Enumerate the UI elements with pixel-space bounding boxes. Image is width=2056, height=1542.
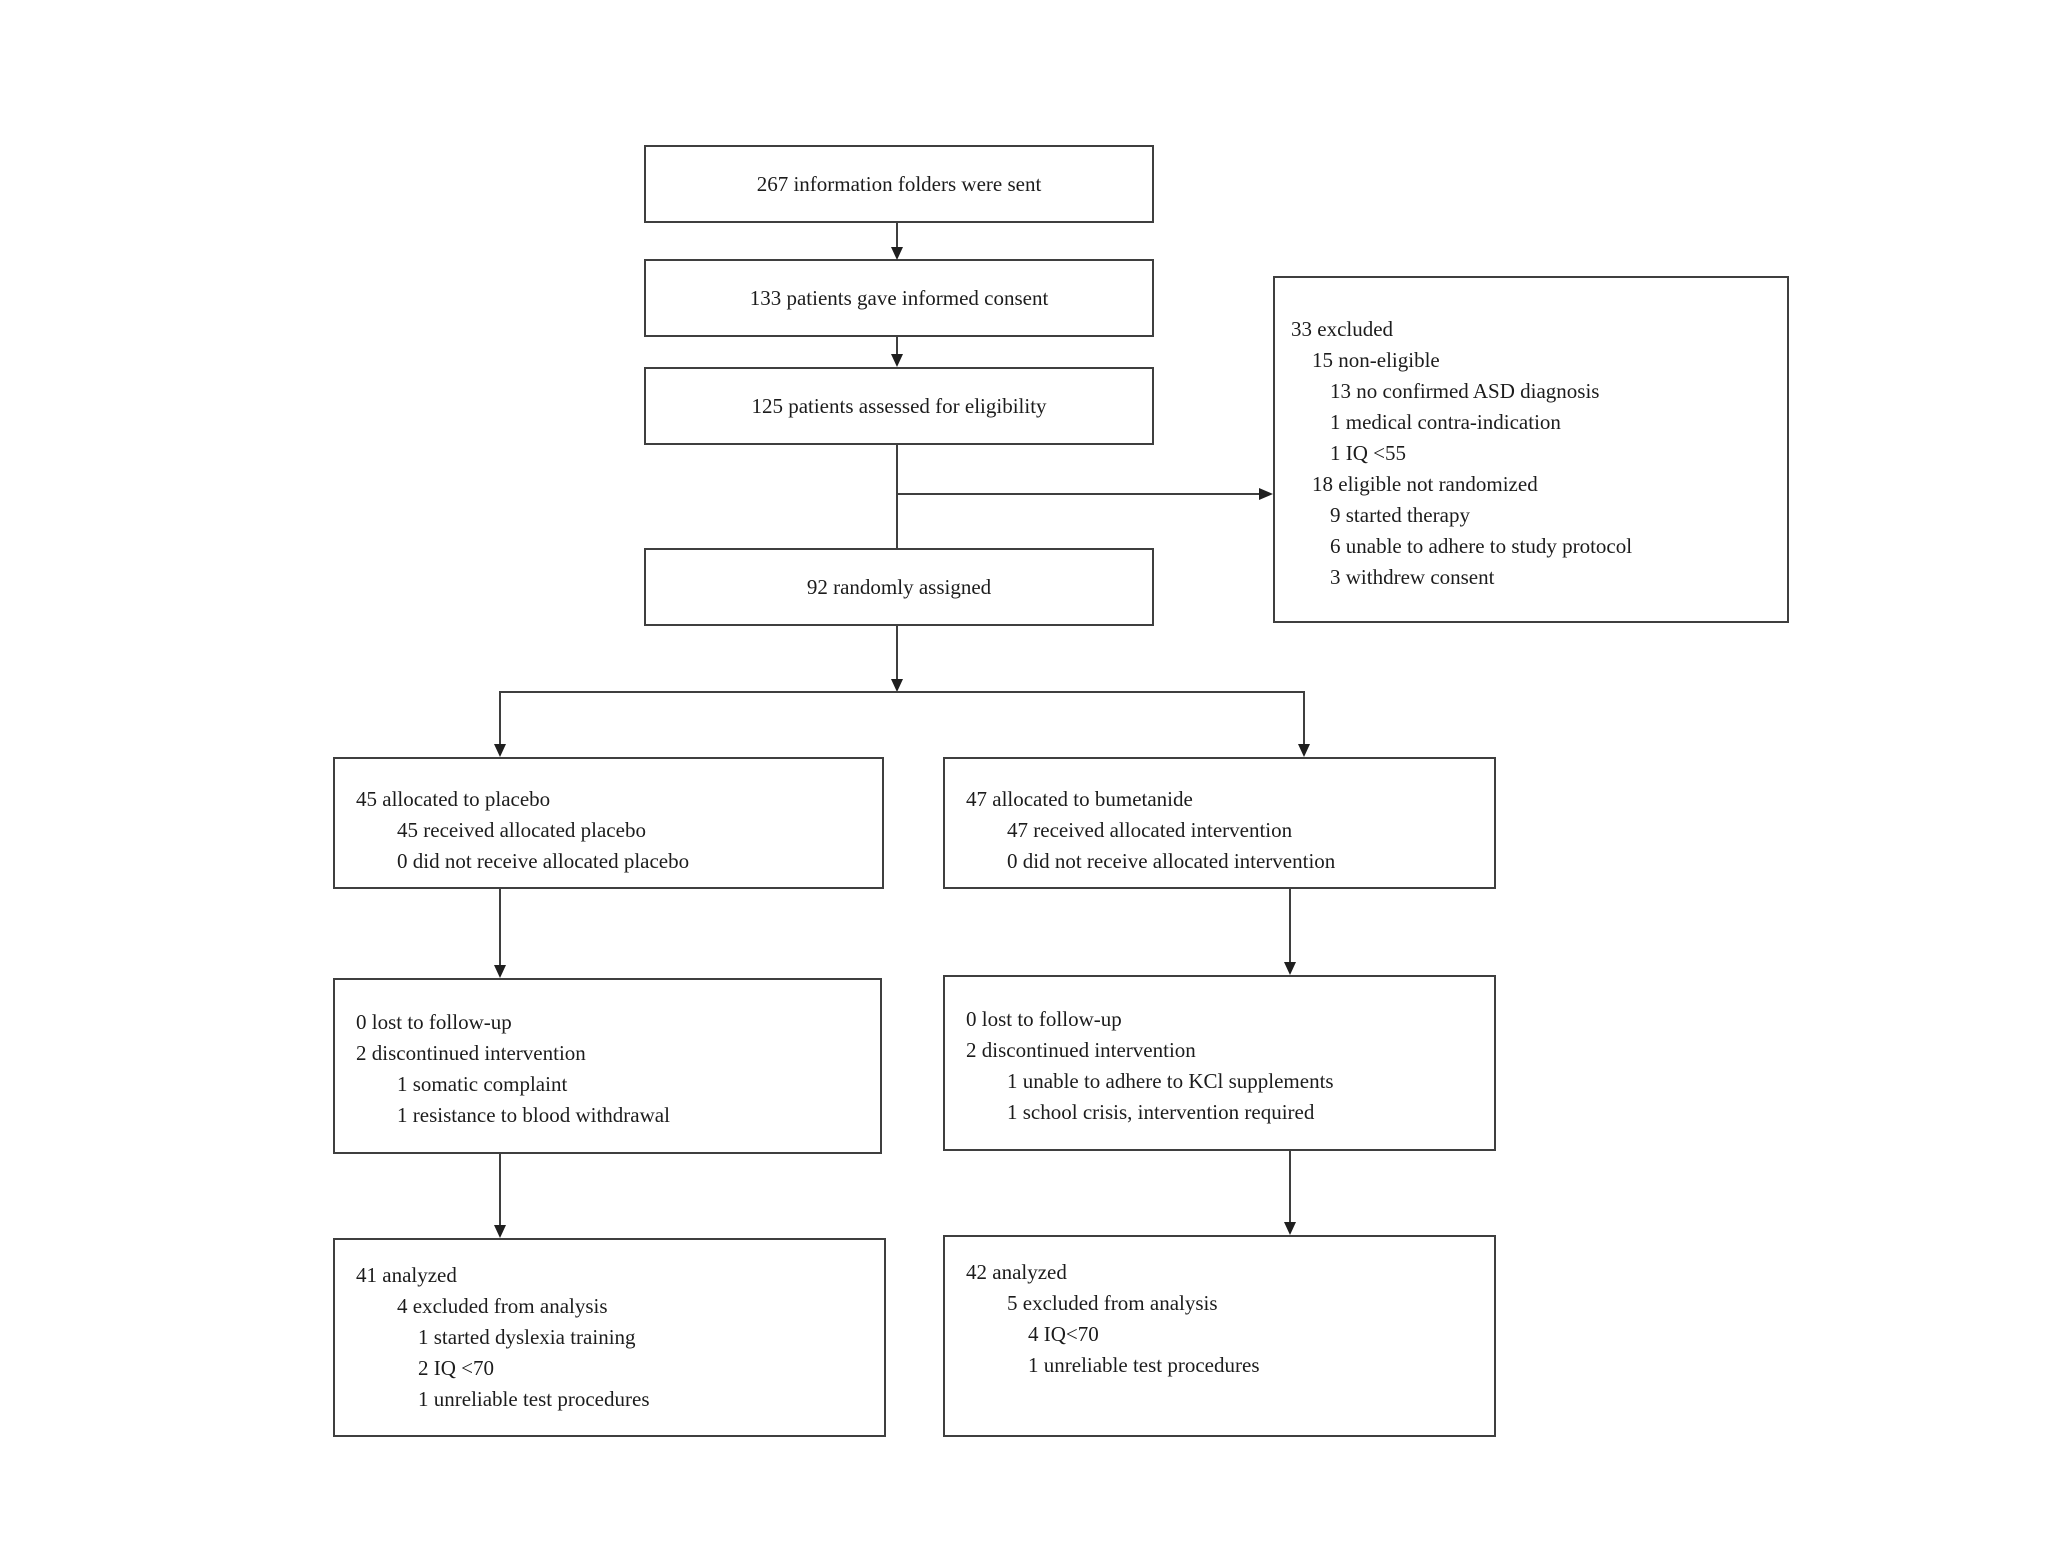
connector-placebo-to-analyzed <box>499 1154 501 1225</box>
arrowhead-down-icon <box>1284 1222 1296 1235</box>
text-line: 33 excluded <box>1291 317 1394 341</box>
connector-eligibility-to-randomized <box>896 445 898 548</box>
text-line: 4 excluded from analysis <box>397 1294 608 1318</box>
box-followup-placebo: 0 lost to follow-up 2 discontinued inter… <box>333 978 882 1154</box>
box-analyzed-bumetanide: 42 analyzed 5 excluded from analysis 4 I… <box>943 1235 1496 1437</box>
text-line: 2 discontinued intervention <box>356 1041 586 1065</box>
arrowhead-down-icon <box>891 679 903 692</box>
connector-split-to-bumetanide <box>1303 693 1305 745</box>
text-line: 2 IQ <70 <box>418 1356 495 1380</box>
box-randomly-assigned: 92 randomly assigned <box>644 548 1154 626</box>
box-information-folders: 267 information folders were sent <box>644 145 1154 223</box>
text-line: 13 no confirmed ASD diagnosis <box>1330 379 1600 403</box>
text-line: 1 unreliable test procedures <box>1028 1353 1260 1377</box>
arrowhead-down-icon <box>494 965 506 978</box>
text-line: 1 started dyslexia training <box>418 1325 636 1349</box>
text-line: 1 medical contra-indication <box>1330 410 1561 434</box>
text-line: 5 excluded from analysis <box>1007 1291 1218 1315</box>
text-line: 4 IQ<70 <box>1028 1322 1099 1346</box>
text-line: 41 analyzed <box>356 1263 457 1287</box>
box-assessed-eligibility: 125 patients assessed for eligibility <box>644 367 1154 445</box>
connector-to-excluded <box>898 493 1259 495</box>
text-line: 45 received allocated placebo <box>397 818 646 842</box>
connector-sent-to-consent <box>896 223 898 248</box>
text-line: 1 unreliable test procedures <box>418 1387 650 1411</box>
text-line: 15 non-eligible <box>1312 348 1440 372</box>
text-line: 1 resistance to blood withdrawal <box>397 1103 670 1127</box>
box-excluded: 33 excluded 15 non-eligible 13 no confir… <box>1273 276 1789 623</box>
arrowhead-down-icon <box>494 1225 506 1238</box>
connector-consent-to-eligibility <box>896 337 898 355</box>
box-informed-consent: 133 patients gave informed consent <box>644 259 1154 337</box>
arrowhead-down-icon <box>891 354 903 367</box>
text-line: 0 did not receive allocated intervention <box>1007 849 1336 873</box>
text-line: 6 unable to adhere to study protocol <box>1330 534 1633 558</box>
text-line: 0 lost to follow-up <box>966 1007 1122 1031</box>
text-line: 47 allocated to bumetanide <box>966 787 1193 811</box>
box-followup-bumetanide: 0 lost to follow-up 2 discontinued inter… <box>943 975 1496 1151</box>
arrowhead-down-icon <box>891 247 903 260</box>
text-line: 125 patients assessed for eligibility <box>751 393 1047 418</box>
box-allocated-placebo: 45 allocated to placebo 45 received allo… <box>333 757 884 889</box>
text-line: 2 discontinued intervention <box>966 1038 1196 1062</box>
text-line: 133 patients gave informed consent <box>749 285 1049 310</box>
arrowhead-down-icon <box>494 744 506 757</box>
text-line: 18 eligible not randomized <box>1312 472 1538 496</box>
box-analyzed-placebo: 41 analyzed 4 excluded from analysis 1 s… <box>333 1238 886 1437</box>
text-line: 3 withdrew consent <box>1330 565 1495 589</box>
box-allocated-bumetanide: 47 allocated to bumetanide 47 received a… <box>943 757 1496 889</box>
connector-split-bar <box>499 691 1305 693</box>
text-line: 0 did not receive allocated placebo <box>397 849 690 873</box>
text-line: 1 IQ <55 <box>1330 441 1407 465</box>
arrowhead-down-icon <box>1298 744 1310 757</box>
arrowhead-down-icon <box>1284 962 1296 975</box>
connector-bumetanide-to-followup <box>1289 889 1291 962</box>
text-line: 9 started therapy <box>1330 503 1470 527</box>
connector-randomized-to-split <box>896 626 898 680</box>
arrowhead-right-icon <box>1259 488 1273 500</box>
text-line: 1 somatic complaint <box>397 1072 568 1096</box>
text-line: 1 school crisis, intervention required <box>1007 1100 1315 1124</box>
text-line: 42 analyzed <box>966 1260 1067 1284</box>
connector-bumetanide-to-analyzed <box>1289 1151 1291 1222</box>
connector-split-to-placebo <box>499 693 501 745</box>
connector-placebo-to-followup <box>499 889 501 965</box>
text-line: 92 randomly assigned <box>806 574 992 599</box>
text-line: 1 unable to adhere to KCl supplements <box>1007 1069 1334 1093</box>
text-line: 0 lost to follow-up <box>356 1010 512 1034</box>
text-line: 47 received allocated intervention <box>1007 818 1293 842</box>
text-line: 267 information folders were sent <box>756 171 1042 196</box>
text-line: 45 allocated to placebo <box>356 787 551 811</box>
